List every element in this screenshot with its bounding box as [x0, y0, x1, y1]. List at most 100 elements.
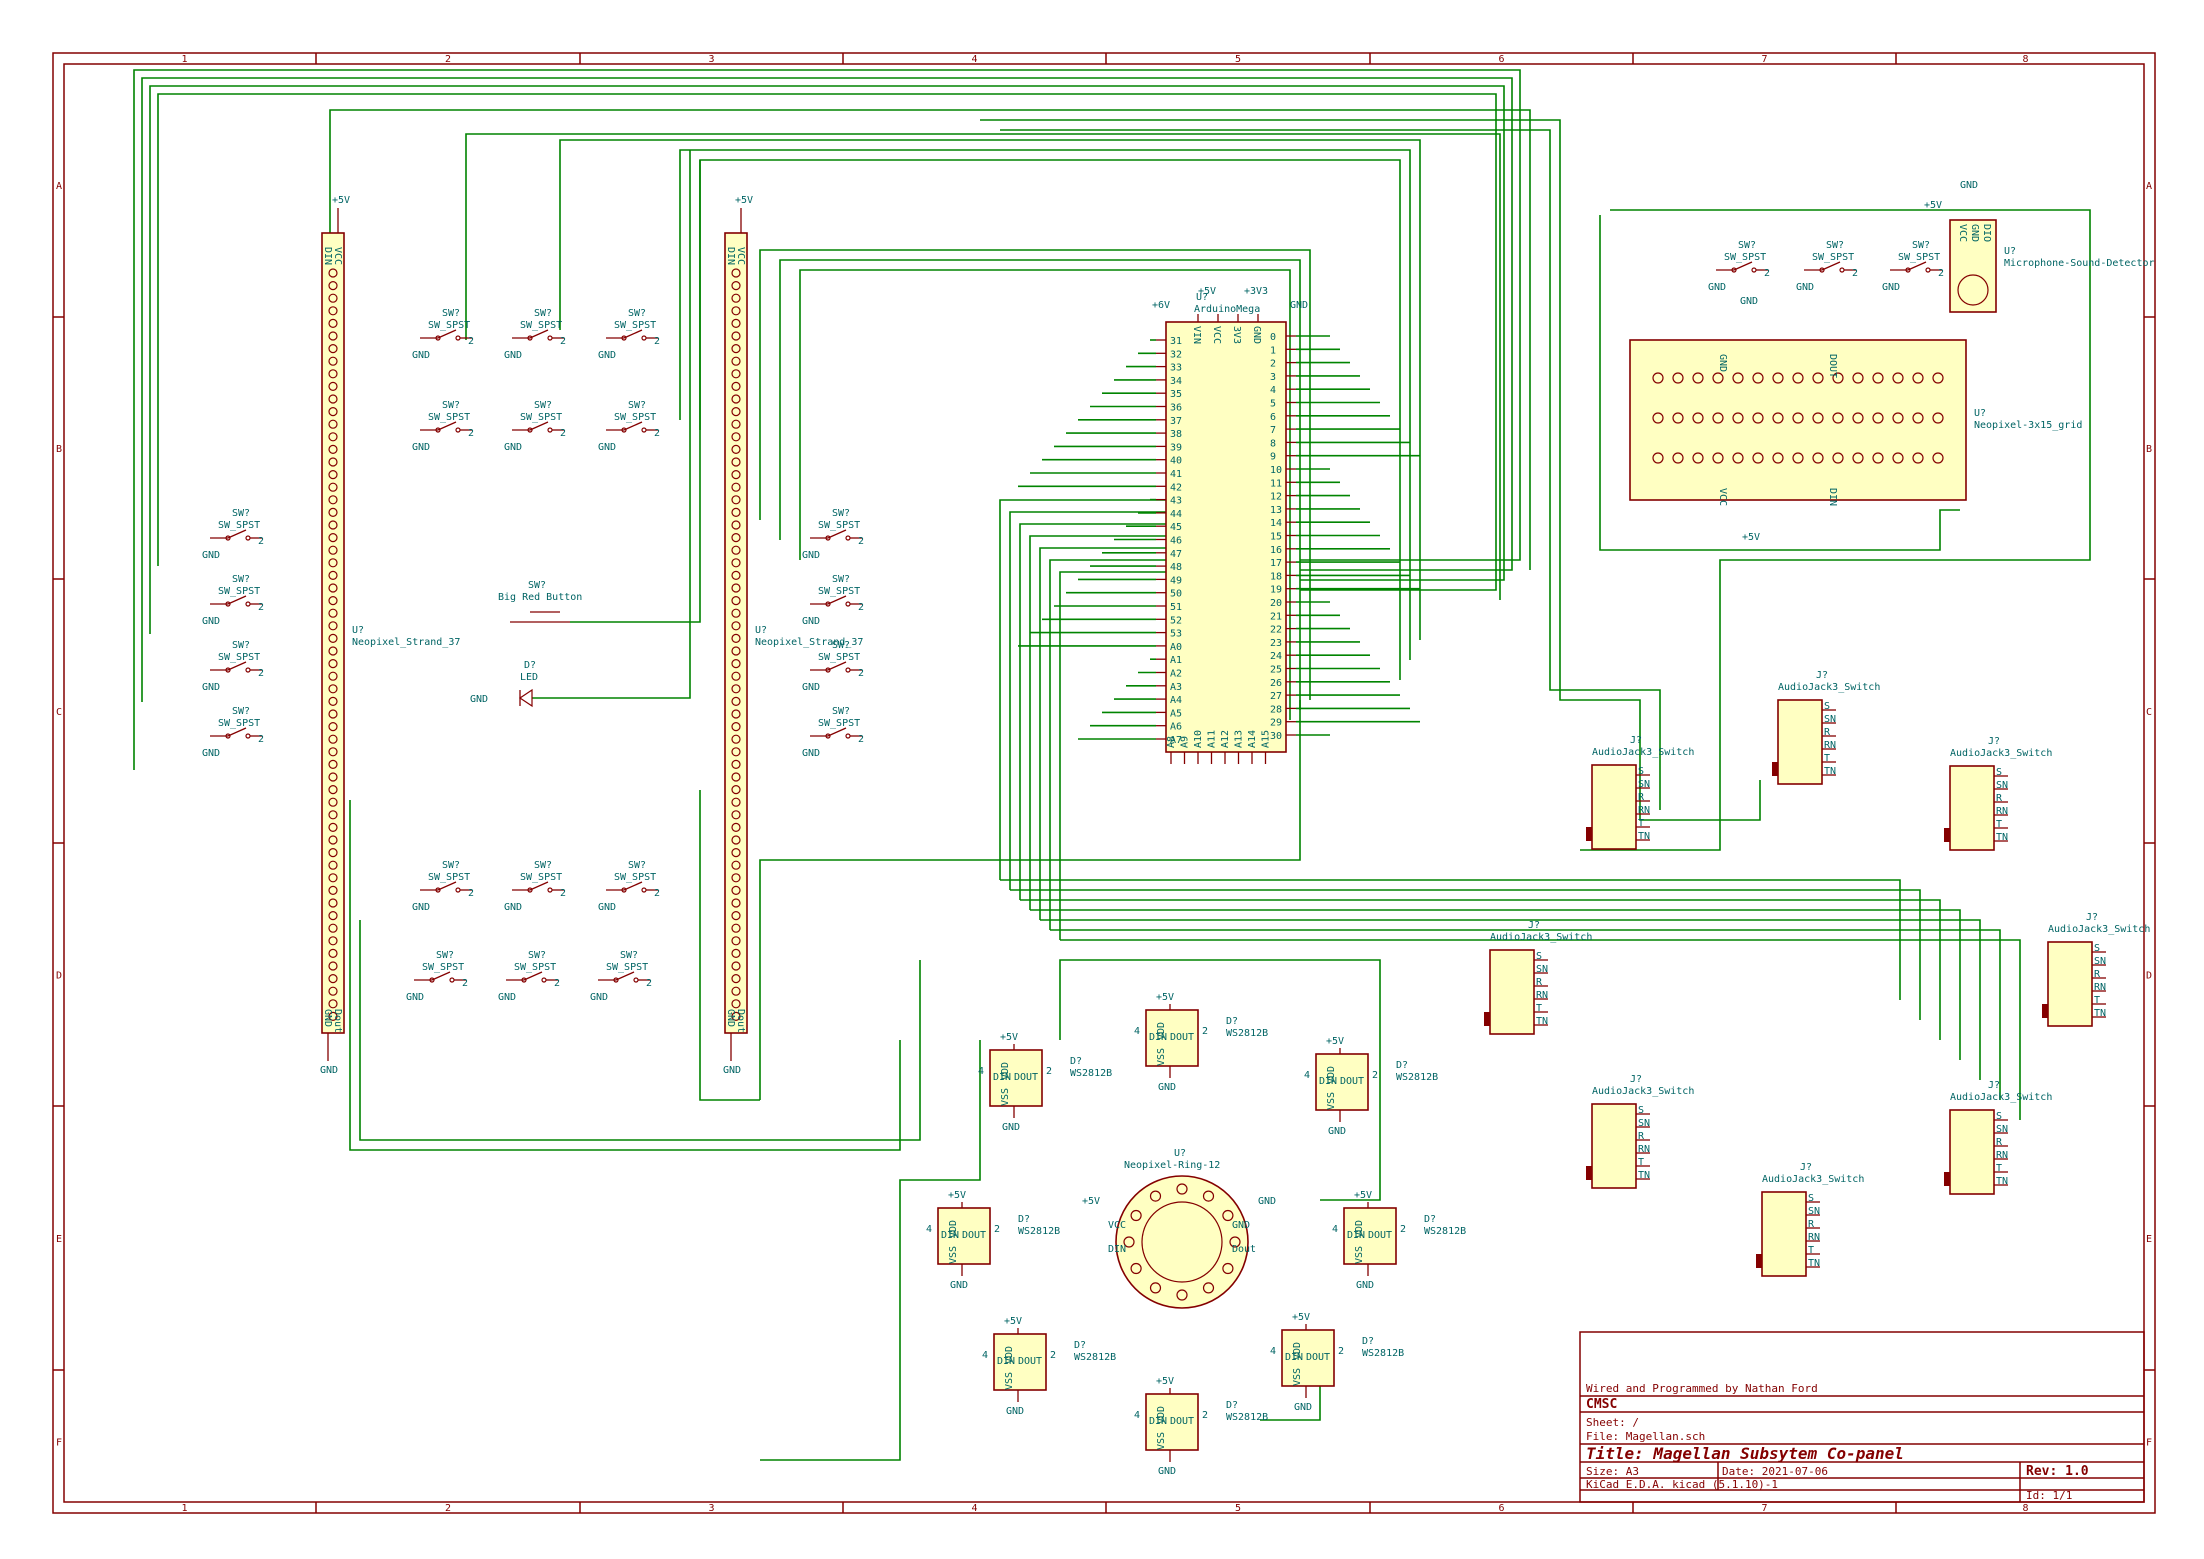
- switch-pin2: 2: [858, 536, 864, 547]
- col-label-bottom: 8: [2023, 1503, 2029, 1514]
- ws-pin-4: 4: [1304, 1070, 1310, 1081]
- strand-pixel: [731, 532, 741, 543]
- strand-pixel: [731, 344, 741, 354]
- switch-ref: SW?: [1738, 240, 1756, 251]
- jack-sleeve: [1586, 827, 1592, 841]
- ring-pixel: [1222, 1262, 1234, 1275]
- strand-pixel: [328, 633, 338, 644]
- switch-gnd: GND: [598, 442, 616, 453]
- strand-pixel: [731, 608, 741, 618]
- switch-value: SW_SPST: [614, 320, 656, 331]
- strand-pixel: [731, 457, 741, 467]
- ws-pin-vdd: VDD: [1000, 1062, 1011, 1080]
- switch-ref: SW?: [1912, 240, 1930, 251]
- ws-5v: +5V: [1004, 1316, 1022, 1327]
- mega-right-pin-label: 15: [1270, 532, 1282, 543]
- title-block: Wired and Programmed by Nathan Ford CMSC…: [1579, 1331, 2145, 1503]
- jack-pin-label: S: [1536, 951, 1542, 962]
- grid-gnd: GND: [1740, 296, 1758, 307]
- mega-left-pin-label: 37: [1170, 416, 1182, 427]
- switch-ref: SW?: [436, 950, 454, 961]
- strand-pixel: [731, 520, 741, 530]
- jack-pin-label: RN: [2094, 982, 2106, 993]
- ws-gnd: GND: [1158, 1082, 1176, 1093]
- col-label-top: 6: [1499, 54, 1505, 65]
- strand-pixel: [328, 696, 338, 707]
- strand-pixel: [328, 747, 338, 757]
- mega-right-pin-label: 16: [1270, 545, 1282, 556]
- strand-pixel: [328, 986, 338, 996]
- ws-pin-4: 4: [926, 1224, 932, 1235]
- file-text: File: Magellan.sch: [1586, 1430, 1705, 1443]
- switch-value: SW_SPST: [428, 872, 470, 883]
- strand-pixel: [731, 331, 741, 341]
- pin-gnd-label: GND: [322, 1009, 333, 1027]
- strand-pixel: [328, 835, 338, 845]
- col-label-top: 7: [1762, 54, 1768, 65]
- jack-pin-label: S: [2094, 943, 2100, 954]
- switch-contact: [825, 733, 831, 739]
- ws-gnd: GND: [1294, 1402, 1312, 1413]
- switch-contact: [435, 887, 441, 893]
- ws-5v: +5V: [948, 1190, 966, 1201]
- grid-5v: +5V: [1742, 532, 1760, 543]
- ws-body: [993, 1333, 1047, 1391]
- strand-pixel: [328, 306, 338, 316]
- jack-pin-label: R: [1996, 793, 2003, 804]
- strand-pixel: [328, 520, 338, 530]
- switch-contact: [845, 535, 851, 541]
- jack-pin-label: TN: [1536, 1016, 1548, 1027]
- jack-pin-label: T: [1808, 1245, 1814, 1256]
- row-label-right: D: [2146, 971, 2152, 982]
- mic-pin-label: VCC: [1957, 224, 1968, 242]
- mega-bottom-pin-label: A9: [1180, 736, 1191, 748]
- ws-ref: D?: [1362, 1336, 1374, 1347]
- ws-pin-vdd: VDD: [1354, 1220, 1365, 1238]
- ws-pin-vss: VSS: [1354, 1246, 1365, 1264]
- ring-pixel: [1130, 1262, 1142, 1275]
- jack-value: AudioJack3_Switch: [1950, 1092, 2052, 1103]
- switch-pin2: 2: [654, 336, 660, 347]
- wire: [329, 109, 1531, 570]
- jack-pin-label: S: [1996, 1111, 2002, 1122]
- jack-ref: J?: [1528, 920, 1540, 931]
- switch-ref: SW?: [832, 706, 850, 717]
- strand-pixel: [328, 432, 338, 442]
- switch-value: SW_SPST: [520, 412, 562, 423]
- strand-pixel: [731, 910, 741, 921]
- ring-gnd: GND: [1258, 1196, 1276, 1207]
- mega-ref: U?: [1196, 292, 1208, 303]
- jack-pin-label: TN: [1638, 831, 1650, 842]
- led-value: LED: [520, 672, 538, 683]
- ws-value: WS2812B: [1362, 1348, 1404, 1359]
- ring-inner: [1141, 1201, 1223, 1283]
- author-text: Wired and Programmed by Nathan Ford: [1586, 1382, 1818, 1395]
- mega-body: [1165, 321, 1287, 753]
- jack-body: [1591, 764, 1637, 850]
- grid-pixel: [1852, 452, 1864, 464]
- switch-value: SW_SPST: [218, 718, 260, 729]
- switch-blade: [437, 881, 457, 891]
- jack-body: [1777, 699, 1823, 785]
- strand-pixel: [731, 570, 741, 581]
- strand-pixel: [731, 784, 741, 795]
- grid-pixel: [1812, 452, 1824, 464]
- mega-left-pin-label: 48: [1170, 562, 1182, 573]
- switch-blade: [623, 421, 643, 431]
- jack-body: [1591, 1103, 1637, 1189]
- ws-5v: +5V: [1292, 1312, 1310, 1323]
- ws-pin-din: DIN: [997, 1356, 1015, 1367]
- mega-right-pin-label: 19: [1270, 585, 1282, 596]
- wire: [759, 249, 1311, 700]
- switch-contact: [1751, 267, 1757, 273]
- wire: [1059, 571, 1180, 940]
- strand-pixel: [328, 734, 338, 744]
- big-red-value: Big Red Button: [498, 592, 582, 603]
- ws-body: [1315, 1053, 1369, 1111]
